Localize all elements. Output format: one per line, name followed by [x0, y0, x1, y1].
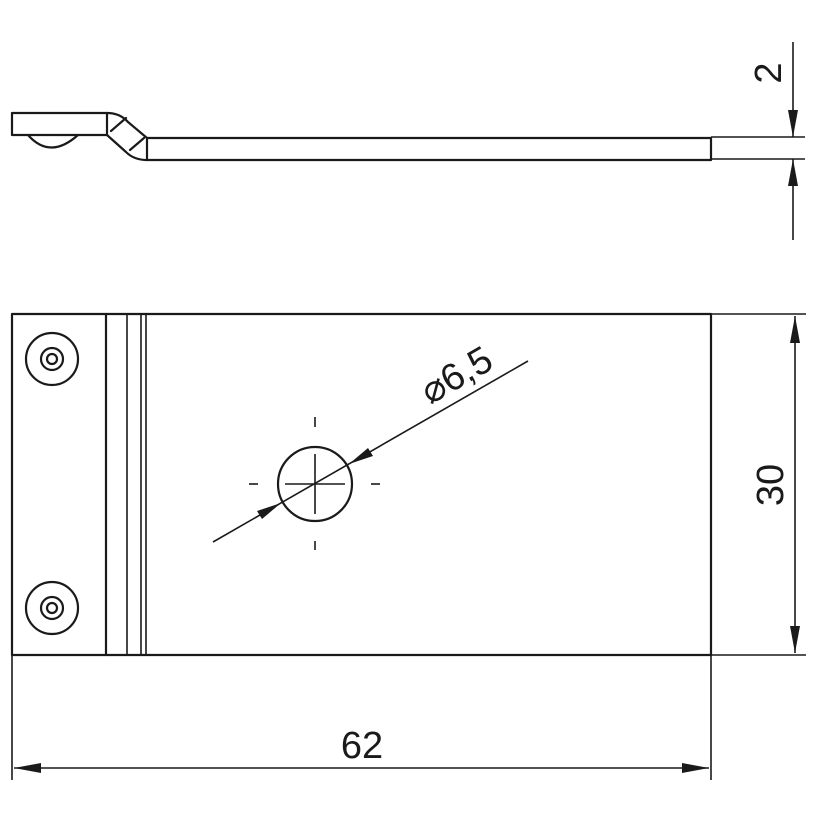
rivet-head-icon	[24, 580, 80, 636]
hole-circle	[276, 445, 354, 523]
arrow-icon	[257, 503, 281, 519]
arrow-up-icon	[790, 316, 800, 343]
side-view: 2	[10, 42, 805, 240]
diameter-dimension: ⌀6,5	[212, 339, 529, 543]
side-view-bend	[105, 111, 149, 162]
plan-view: ⌀6,5 30 62	[10, 312, 806, 780]
arrow-down-icon	[788, 110, 798, 137]
side-view-rivet-head	[26, 133, 80, 149]
rivet-bottom	[24, 580, 80, 636]
height-dimension-label: 30	[750, 464, 792, 506]
side-view-strip	[145, 136, 713, 162]
rivet-head-icon	[24, 331, 80, 387]
length-dimension-label: 62	[341, 725, 383, 767]
arrow-icon	[349, 448, 373, 464]
thickness-dimension-label: 2	[748, 62, 790, 83]
plate-outline	[10, 312, 713, 657]
arrow-down-icon	[790, 626, 800, 653]
arrow-up-icon	[788, 159, 798, 186]
bend-line-1	[109, 116, 128, 133]
side-view-tab	[10, 111, 109, 137]
arrow-left-icon	[14, 763, 41, 773]
arrow-right-icon	[682, 763, 709, 773]
bend-line-2	[128, 136, 146, 152]
rivet-top	[24, 331, 80, 387]
